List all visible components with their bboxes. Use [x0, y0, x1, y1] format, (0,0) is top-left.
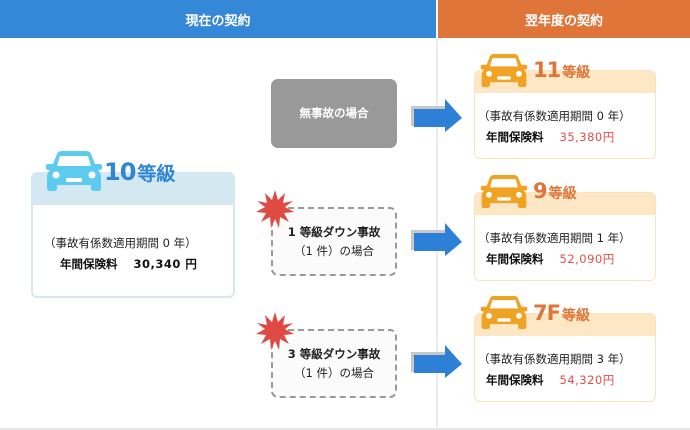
- next-grade: 11 等級: [533, 58, 590, 82]
- premium-value: 54,320円: [559, 373, 615, 387]
- scenario-label: 3 等級ダウン事故: [287, 346, 381, 361]
- period-text: （事故有係数適用期間 0 年）: [478, 109, 631, 123]
- current-period-text: （事故有係数適用期間 0 年）: [44, 236, 197, 250]
- car-icon: [480, 174, 528, 209]
- scenario-sublabel: （1 件）の場合: [294, 243, 374, 258]
- period-text: （事故有係数適用期間 3 年）: [478, 352, 631, 366]
- premium-label: 年間保険料: [486, 130, 544, 144]
- current-premium: 年間保険料 30,340 円: [60, 256, 197, 272]
- next-grade: 7F 等級: [533, 301, 590, 325]
- header-next-contract: 翌年度の契約: [438, 0, 690, 38]
- grade-number: 7F: [533, 301, 561, 325]
- current-grade-number: 10: [104, 158, 136, 186]
- current-grade: 10 等級: [104, 158, 175, 186]
- premium-value: 30,340 円: [133, 257, 198, 271]
- premium-label: 年間保険料: [486, 252, 544, 266]
- scenario-label: 1 等級ダウン事故: [287, 224, 381, 239]
- next-premium: 年間保険料 35,380円: [486, 129, 615, 145]
- arrow-right-icon: [411, 223, 462, 256]
- next-premium: 年間保険料 52,090円: [486, 251, 615, 267]
- next-grade: 9 等級: [533, 179, 577, 203]
- current-contract-card: [31, 172, 235, 298]
- scenario-no-accident: 無事故の場合: [271, 79, 397, 148]
- current-grade-unit: 等級: [137, 163, 176, 185]
- burst-icon: [256, 312, 294, 350]
- period-text: （事故有係数適用期間 1 年）: [478, 231, 631, 245]
- scenario-label: 無事故の場合: [299, 106, 369, 120]
- next-premium: 年間保険料 54,320円: [486, 372, 615, 388]
- grade-unit: 等級: [562, 65, 591, 81]
- car-icon: [480, 53, 528, 88]
- header-current-contract: 現在の契約: [0, 0, 436, 38]
- next-contract-card: [474, 70, 656, 159]
- scenario-sublabel: （1 件）の場合: [294, 365, 374, 380]
- grade-unit: 等級: [561, 308, 590, 324]
- premium-label: 年間保険料: [60, 257, 118, 271]
- scenario-3-grade-down: 3 等級ダウン事故 （1 件）の場合: [271, 329, 397, 398]
- car-icon: [46, 151, 102, 191]
- arrow-right-icon: [411, 99, 462, 132]
- arrow-right-icon: [411, 345, 462, 378]
- premium-value: 35,380円: [559, 130, 615, 144]
- car-icon: [480, 295, 528, 330]
- grade-number: 9: [533, 179, 548, 203]
- grade-unit: 等級: [548, 186, 577, 202]
- burst-icon: [256, 190, 294, 228]
- premium-value: 52,090円: [559, 252, 615, 266]
- scenario-1-grade-down: 1 等級ダウン事故 （1 件）の場合: [271, 207, 397, 276]
- grade-number: 11: [533, 58, 561, 82]
- premium-label: 年間保険料: [486, 373, 544, 387]
